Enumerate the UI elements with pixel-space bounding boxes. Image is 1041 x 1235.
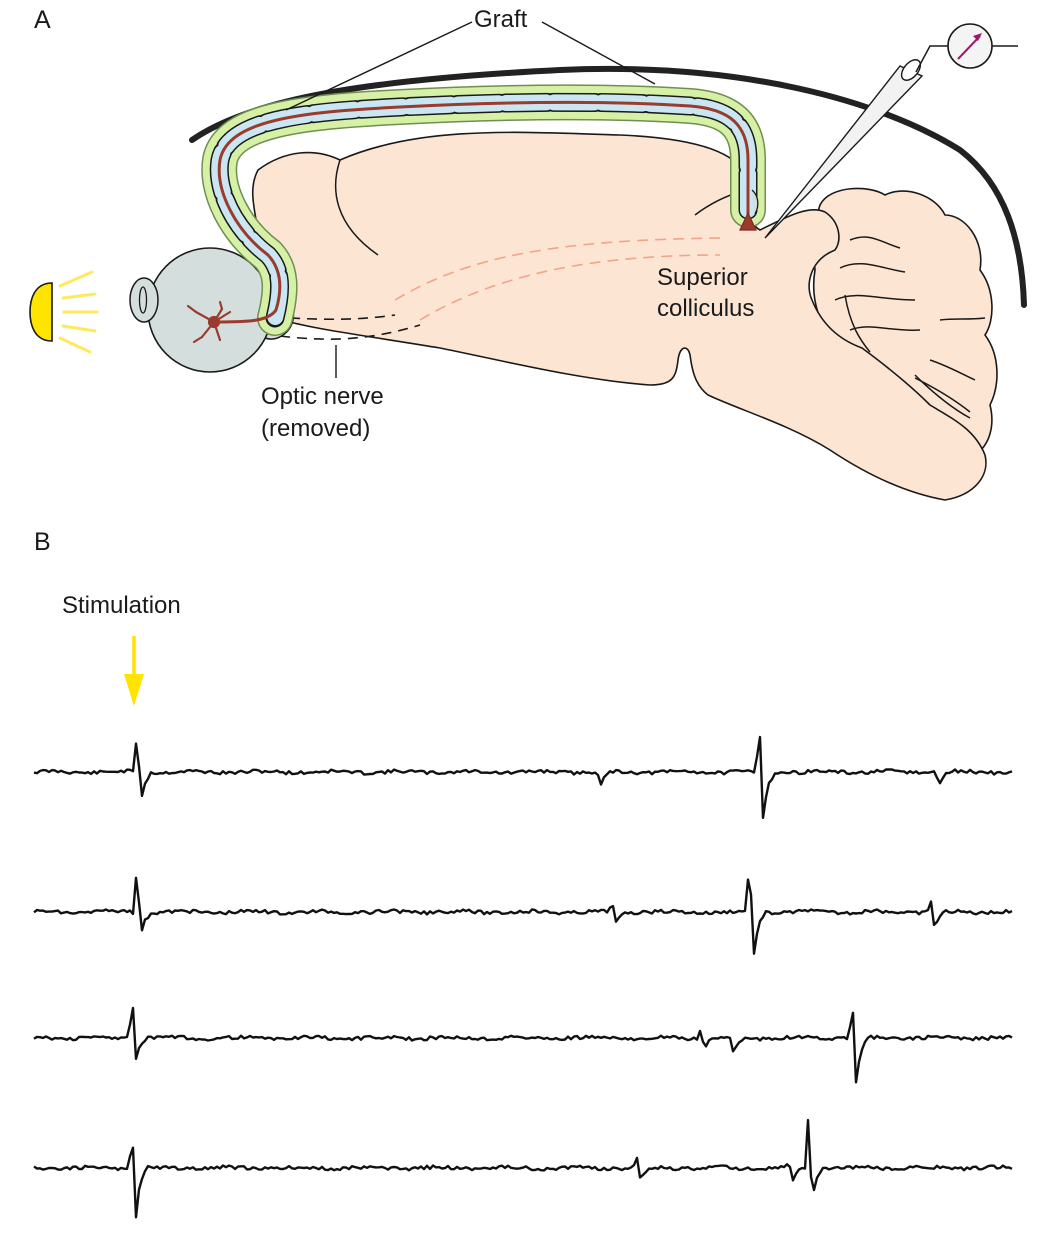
light-source <box>29 270 99 354</box>
panel-b-label: B <box>34 528 51 556</box>
optic-nerve-removed <box>279 314 421 340</box>
optic-nerve-label-line1: Optic nerve <box>261 383 384 410</box>
stimulation-arrow <box>124 636 144 706</box>
superior-colliculus-label-line1: Superior <box>657 264 748 291</box>
recording-electrode <box>764 45 948 239</box>
recording-trace-4 <box>33 1118 1013 1219</box>
recording-trace-3 <box>33 1006 1013 1084</box>
cerebellum-folia <box>834 236 986 413</box>
graft-leader-right <box>541 21 656 85</box>
recording-trace-1 <box>33 735 1013 819</box>
graft-label: Graft <box>474 6 528 33</box>
colliculus-neuron <box>739 211 757 231</box>
panel-a-label: A <box>34 6 51 34</box>
stimulation-label: Stimulation <box>62 592 181 619</box>
optic-nerve-label-line2: (removed) <box>261 415 370 442</box>
retinal-ganglion-cell <box>186 300 232 344</box>
superior-colliculus-label-line2: colliculus <box>657 295 754 322</box>
regenerating-axon <box>214 100 750 324</box>
recording-trace-2 <box>33 876 1013 955</box>
brain-body <box>251 131 987 501</box>
original-optic-tract <box>394 237 721 321</box>
recording-traces <box>33 735 1013 1219</box>
voltmeter-icon <box>947 23 1018 69</box>
graft-leader-left <box>285 21 473 111</box>
